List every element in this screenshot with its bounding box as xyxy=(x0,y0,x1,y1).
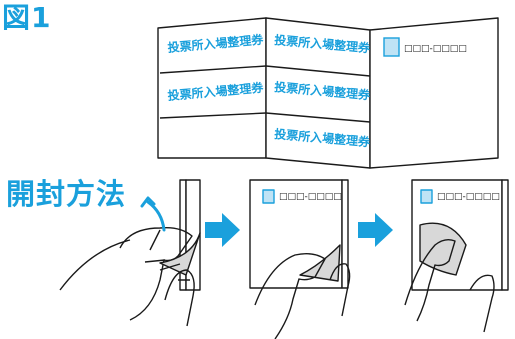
opening-step-1 xyxy=(59,179,201,327)
opening-step-3 xyxy=(404,179,509,333)
right-arrow-icon xyxy=(205,213,240,247)
stamp-box xyxy=(383,37,400,57)
figure-label: 図1 xyxy=(2,1,52,34)
postcode-step3: □□□-□□□□ xyxy=(437,192,500,202)
right-arrow-icons xyxy=(205,213,393,247)
opening-method-title: 開封方法 xyxy=(6,177,127,211)
opening-step-2 xyxy=(249,179,351,339)
curved-arrow-icon xyxy=(140,196,166,232)
postcode-fig1: □□□-□□□□ xyxy=(404,44,467,54)
unfolded-postcard xyxy=(157,17,499,169)
right-arrow-icon xyxy=(358,213,393,247)
postcode-step2: □□□-□□□□ xyxy=(279,192,342,202)
